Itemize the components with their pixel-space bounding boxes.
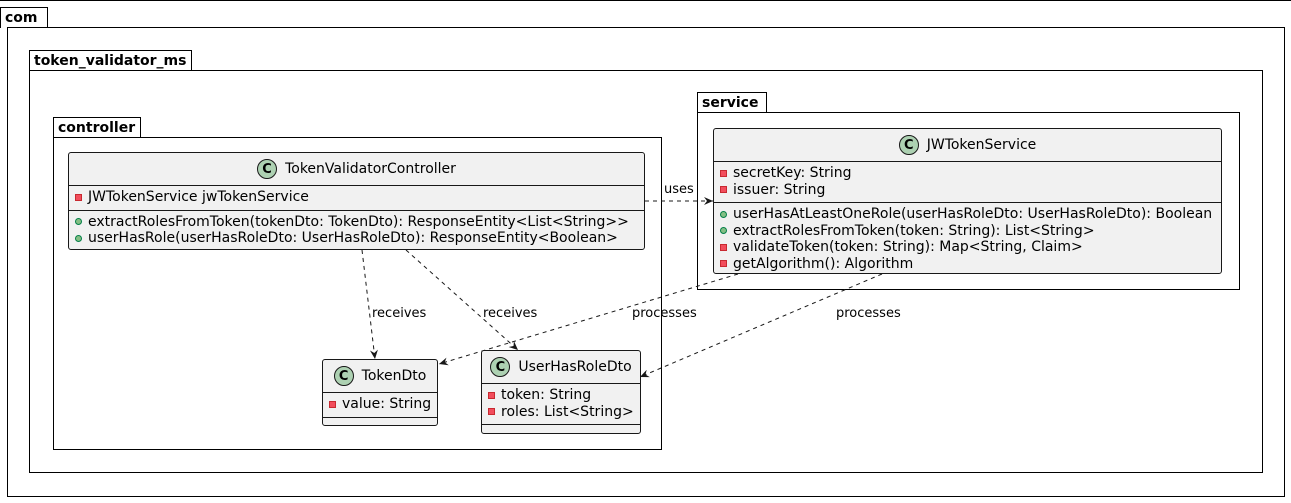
package-com-label: com: [5, 10, 38, 26]
package-controller-tab: controller: [53, 117, 141, 138]
field-text: value: String: [342, 396, 432, 412]
class-jwtoken-service: C JWTokenService secretKey: String issue…: [713, 128, 1222, 274]
field-row: value: String: [329, 396, 431, 413]
class-header: C JWTokenService: [714, 129, 1221, 161]
class-header: C TokenDto: [323, 360, 437, 392]
class-header: C TokenValidatorController: [69, 153, 644, 185]
method-row: getAlgorithm(): Algorithm: [720, 256, 1215, 273]
public-marker-icon: [720, 210, 727, 218]
method-row: validateToken(token: String): Map<String…: [720, 239, 1215, 256]
method-text: getAlgorithm(): Algorithm: [733, 255, 914, 272]
class-name: UserHasRoleDto: [518, 359, 632, 375]
package-service-label: service: [702, 95, 759, 111]
package-com-tab: com: [0, 7, 48, 28]
package-com-topbar: [0, 0, 1291, 28]
field-text: roles: List<String>: [501, 403, 634, 420]
public-marker-icon: [720, 227, 727, 235]
method-row: userHasRole(userHasRoleDto: UserHasRoleD…: [75, 230, 638, 247]
field-row: roles: List<String>: [488, 404, 634, 421]
class-name: TokenValidatorController: [285, 161, 456, 177]
class-token-validator-controller: C TokenValidatorController JWTokenServic…: [68, 152, 645, 250]
private-marker-icon: [720, 169, 727, 177]
package-service-tab: service: [697, 92, 767, 113]
class-icon: C: [490, 357, 511, 377]
class-fields: token: String roles: List<String>: [482, 383, 640, 424]
method-text: extractRolesFromToken(token: String): Li…: [733, 222, 1095, 239]
edge-label-receives-token: receives: [372, 306, 427, 321]
field-row: JWTokenService jwTokenService: [75, 189, 638, 206]
field-row: secretKey: String: [720, 165, 1215, 182]
method-text: userHasRole(userHasRoleDto: UserHasRoleD…: [88, 230, 618, 246]
private-marker-icon: [488, 391, 495, 399]
class-name: TokenDto: [361, 368, 427, 384]
method-text: extractRolesFromToken(tokenDto: TokenDto…: [88, 213, 629, 230]
class-header: C UserHasRoleDto: [482, 351, 640, 383]
private-marker-icon: [720, 243, 727, 251]
private-marker-icon: [720, 260, 727, 268]
public-marker-icon: [75, 234, 82, 242]
edge-receives-role: [405, 249, 519, 351]
edge-processes-role: [639, 273, 883, 378]
class-token-dto: C TokenDto value: String: [322, 359, 438, 426]
class-methods: [323, 416, 437, 422]
package-token-validator-ms: [29, 70, 1263, 473]
field-text: JWTokenService jwTokenService: [88, 189, 309, 205]
private-marker-icon: [720, 186, 727, 194]
package-token-validator-ms-label: token_validator_ms: [34, 53, 187, 69]
method-row: extractRolesFromToken(token: String): Li…: [720, 223, 1215, 240]
method-row: extractRolesFromToken(tokenDto: TokenDto…: [75, 214, 638, 231]
class-user-has-role-dto: C UserHasRoleDto token: String roles: Li…: [481, 350, 641, 434]
class-fields: JWTokenService jwTokenService: [69, 185, 644, 210]
private-marker-icon: [488, 408, 495, 416]
public-marker-icon: [75, 218, 82, 226]
field-text: issuer: String: [733, 181, 826, 198]
package-com: [7, 27, 1285, 497]
class-icon: C: [257, 159, 278, 179]
package-controller-label: controller: [58, 120, 136, 136]
field-text: secretKey: String: [733, 165, 852, 181]
field-row: issuer: String: [720, 182, 1215, 199]
class-icon: C: [898, 135, 919, 155]
class-methods: [482, 424, 640, 429]
package-token-validator-ms-tab: token_validator_ms: [29, 50, 192, 71]
class-name: JWTokenService: [926, 137, 1037, 153]
method-text: userHasAtLeastOneRole(userHasRoleDto: Us…: [733, 206, 1213, 222]
edge-label-processes-role: processes: [836, 306, 901, 321]
edge-receives-token: [361, 249, 378, 360]
class-methods: userHasAtLeastOneRole(userHasRoleDto: Us…: [714, 202, 1221, 276]
private-marker-icon: [75, 193, 82, 201]
method-text: validateToken(token: String): Map<String…: [733, 239, 1083, 255]
package-service: [697, 112, 1240, 290]
class-fields: value: String: [323, 392, 437, 417]
field-text: token: String: [501, 387, 592, 403]
private-marker-icon: [329, 400, 336, 408]
class-fields: secretKey: String issuer: String: [714, 161, 1221, 202]
class-methods: extractRolesFromToken(tokenDto: TokenDto…: [69, 209, 644, 251]
method-row: userHasAtLeastOneRole(userHasRoleDto: Us…: [720, 206, 1215, 223]
package-controller: [53, 137, 662, 450]
edge-label-receives-role: receives: [483, 306, 538, 321]
edge-label-processes-token: processes: [632, 306, 697, 321]
field-row: token: String: [488, 387, 634, 404]
class-icon: C: [333, 366, 354, 386]
edge-label-uses: uses: [664, 182, 694, 197]
